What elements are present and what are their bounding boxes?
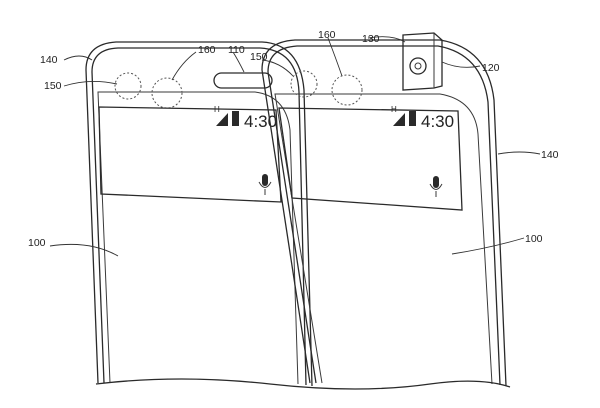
left-outer-sensor-circle	[114, 72, 142, 100]
label-popup-module: 120	[482, 62, 500, 74]
right-search-widget	[278, 107, 463, 211]
label-sensor-left-inner: 160	[198, 44, 216, 56]
leader-lines	[49, 36, 541, 257]
right-outer-sensor-circle	[290, 70, 318, 98]
reference-numerals: 140 150 160 110 150 160 130 120 140 100 …	[28, 29, 559, 249]
right-screen-edge	[274, 93, 493, 385]
label-display-right: 100	[525, 233, 543, 245]
left-search-widget	[98, 106, 282, 203]
left-device-inner-frame	[91, 47, 307, 386]
label-sensor-left-outer: 150	[44, 80, 62, 92]
signal-icon	[393, 113, 405, 126]
label-frame-left: 140	[40, 54, 58, 66]
label-display-left: 100	[28, 237, 46, 249]
battery-icon	[409, 111, 416, 126]
right-device-inner-frame	[267, 45, 501, 386]
left-inner-sensor-circle	[151, 77, 183, 109]
right-time-display: 4:30	[421, 112, 454, 131]
right-inner-sensor-circle	[331, 74, 363, 106]
left-time-display: 4:30	[244, 112, 277, 131]
label-frame-right: 140	[541, 149, 559, 161]
left-screen-edge	[97, 91, 299, 385]
right-device-outer-frame	[261, 39, 507, 387]
battery-icon	[232, 111, 239, 126]
notch-cutout	[213, 72, 273, 89]
microphone-icon	[429, 176, 443, 197]
popup-camera-module	[402, 32, 443, 91]
right-device: H 4:30	[261, 32, 507, 387]
signal-icon	[216, 113, 228, 126]
label-camera: 130	[362, 33, 380, 45]
camera-lens-icon	[409, 57, 427, 75]
label-sensor-right-outer: 150	[250, 51, 268, 63]
label-notch: 110	[228, 44, 245, 56]
bottom-break-line	[95, 378, 511, 390]
microphone-icon	[258, 174, 272, 195]
label-sensor-right-inner: 160	[318, 29, 336, 41]
